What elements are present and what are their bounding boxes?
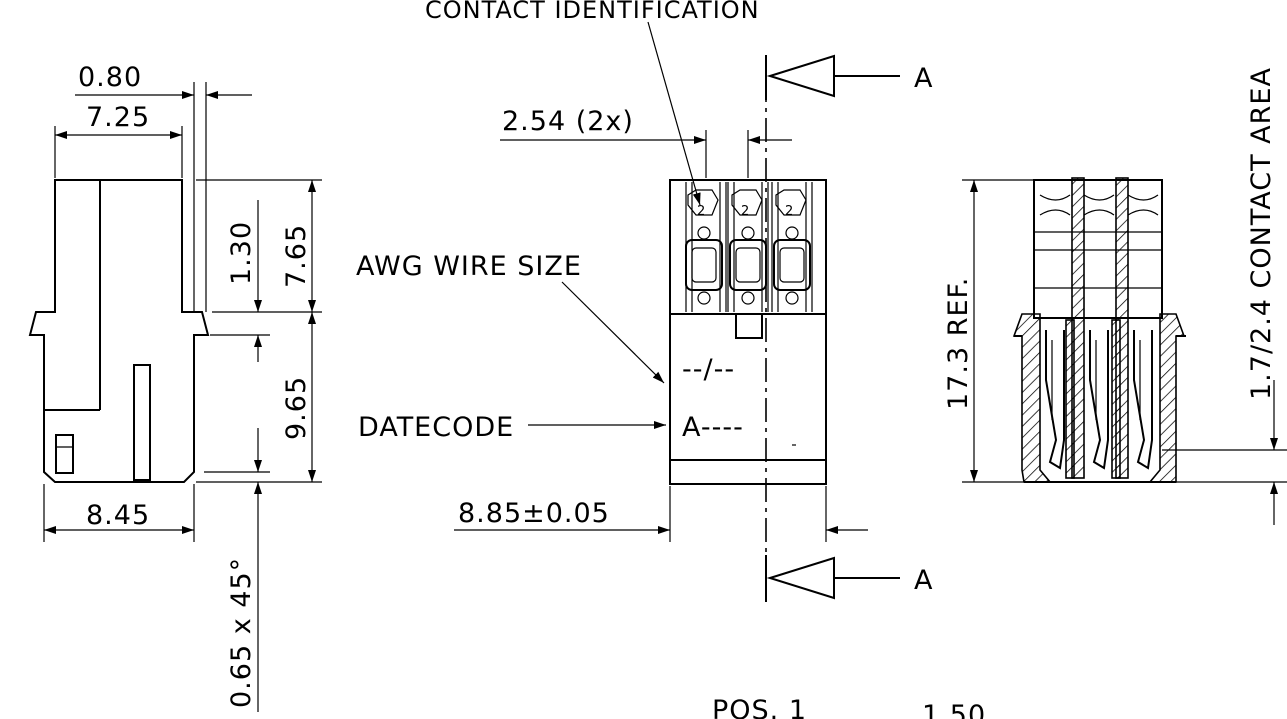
front-view: CONTACT IDENTIFICATION 2	[356, 0, 986, 719]
dim-1-30: 1.30	[226, 221, 257, 285]
ref-height-label: 17.3 REF.	[943, 277, 974, 410]
dim-pitch: 2.54 (2x)	[502, 106, 634, 137]
datecode-label: DATECODE	[358, 412, 514, 443]
awg-wire-size-label: AWG WIRE SIZE	[356, 251, 582, 282]
dim-7-25: 7.25	[86, 102, 150, 133]
section-a-bottom-label: A	[914, 565, 933, 596]
contact-cavities: 2 2 2	[685, 182, 813, 312]
pos-1-label: POS. 1	[712, 695, 807, 719]
bottom-right-dim: 1.50	[922, 700, 986, 719]
dim-width: 8.85±0.05	[458, 498, 610, 529]
dim-9-65: 9.65	[281, 376, 312, 440]
section-a-bottom-marker: A	[765, 555, 933, 602]
datecode-marking: A----	[682, 412, 744, 443]
dim-8-45: 8.45	[86, 500, 150, 531]
section-view: 17.3 REF. 1.7/2.4 CONTA	[943, 67, 1287, 525]
section-a-top-label: A	[914, 63, 933, 94]
section-a-top-marker: A	[765, 54, 933, 100]
dim-0-80: 0.80	[78, 62, 142, 93]
contact-mark-1: 2	[697, 204, 706, 219]
contact-mark-2: 2	[741, 204, 750, 219]
dim-7-65: 7.65	[281, 224, 312, 288]
contact-identification-label: CONTACT IDENTIFICATION	[425, 0, 760, 24]
contact-mark-3: 2	[785, 204, 794, 219]
terminal-contacts	[1045, 330, 1153, 470]
side-view: 0.80 7.25 8.45 1.30 7.65 9.65	[28, 62, 322, 712]
wire-size-marking: --/--	[682, 354, 735, 385]
dim-chamfer: 0.65 x 45°	[226, 557, 257, 708]
contact-area-label: 1.7/2.4 CONTACT AREA	[1246, 67, 1277, 400]
